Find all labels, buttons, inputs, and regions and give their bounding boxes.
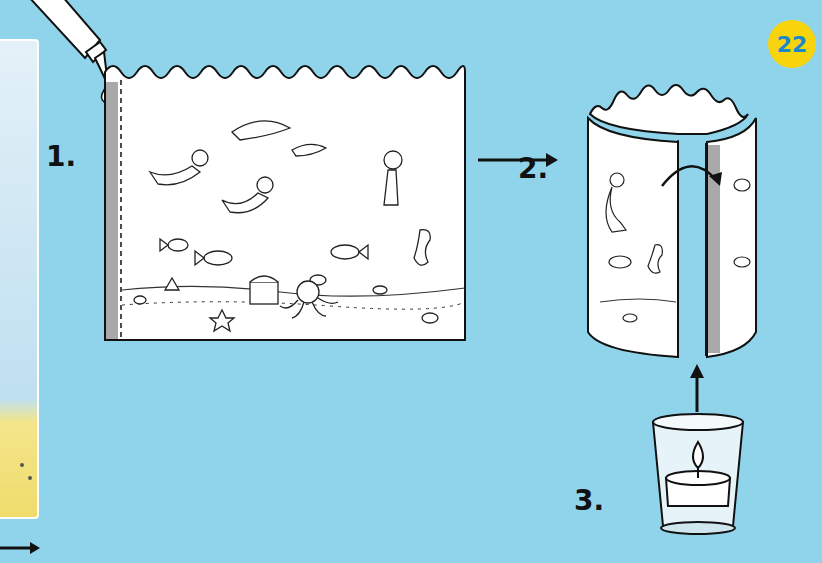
page-badge: 22 [768,20,816,68]
step-number: 3. [574,484,604,517]
page-number: 22 [777,32,808,57]
step-number: 2. [518,152,548,185]
step-number: 1. [46,140,76,173]
